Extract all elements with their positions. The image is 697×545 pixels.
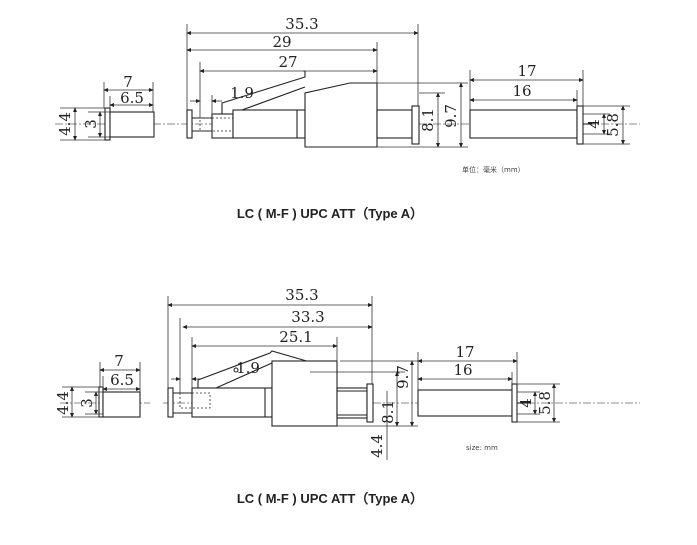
dim-cap-body: 6.5 <box>110 371 134 389</box>
dim-outer-diameter: 9.7 <box>442 104 460 128</box>
dust-cap-part: 7 6.5 4.4 3 <box>54 352 141 418</box>
dim-rear-body: 16 <box>453 361 472 379</box>
attenuator-body: 35.3 29 27 1.9 8.1 9.7 <box>186 15 468 148</box>
rear-ferrule-part: 17 16 4 5.8 <box>469 62 630 145</box>
dim-rear-length: 17 <box>517 62 536 80</box>
dim-total-length: 35.3 <box>285 15 318 33</box>
dim-latch-offset: 1.9 <box>230 84 254 102</box>
dim-rear-flange: 5.8 <box>536 391 554 415</box>
dim-third-length: 27 <box>278 53 297 71</box>
drawing-type-a-1: 7 6.5 4.4 3 <box>55 15 640 221</box>
dim-rear-diameter: 4 <box>585 119 603 129</box>
dim-cap-flange: 4.4 <box>54 391 72 415</box>
dim-rear-flange: 5.8 <box>604 113 622 137</box>
dim-rear-body: 16 <box>512 82 531 100</box>
dim-cap-diameter: 3 <box>78 398 96 408</box>
drawing-type-a-2: 7 6.5 4.4 3 <box>54 286 640 506</box>
dim-inner-diameter: 8.1 <box>419 108 437 132</box>
dim-second-length: 33.3 <box>291 308 324 326</box>
unit-note: 单位：毫米（mm） <box>462 165 525 174</box>
dim-latch-offset: 1.9 <box>236 359 260 377</box>
unit-note: size: mm <box>466 444 498 452</box>
dim-cap-length: 7 <box>114 352 124 370</box>
dim-rear-length: 17 <box>455 343 474 361</box>
dim-cap-flange: 4.4 <box>56 112 74 136</box>
dim-rear-diameter: 4 <box>517 398 535 408</box>
dim-outer-diameter: 9.7 <box>394 365 412 389</box>
dim-cap-length: 7 <box>123 73 133 91</box>
drawing-title: LC ( M-F ) UPC ATT（Type A） <box>237 491 423 506</box>
dim-cap-body: 6.5 <box>120 89 144 107</box>
dust-cap-part: 7 6.5 4.4 3 <box>56 73 155 141</box>
dim-third-length: 25.1 <box>279 328 312 346</box>
dim-cap-diameter: 3 <box>82 119 100 129</box>
dim-second-length: 29 <box>272 33 291 51</box>
dim-inner-diameter: 8.1 <box>379 400 397 424</box>
drawing-title: LC ( M-F ) UPC ATT（Type A） <box>237 206 423 221</box>
dim-total-length: 35.3 <box>285 286 318 304</box>
attenuator-body: 35.3 33.3 25.1 1.9 8.1 9.7 4.4 <box>167 286 418 460</box>
rear-ferrule-part: 17 16 4 5.8 <box>417 343 560 423</box>
dim-offset: 4.4 <box>368 434 386 458</box>
